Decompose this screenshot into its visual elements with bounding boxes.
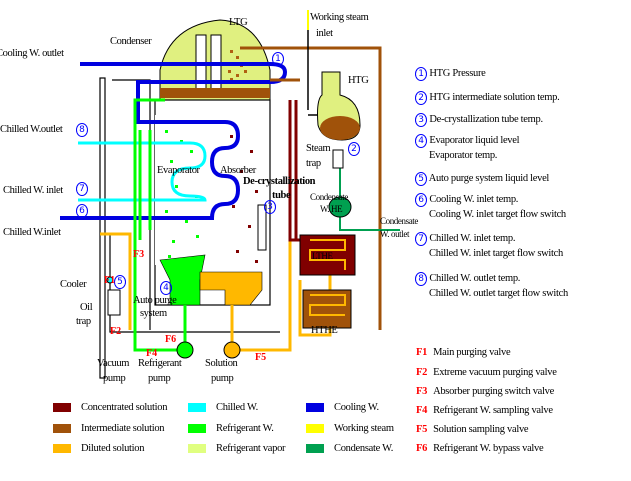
absorber-diluted-sump — [199, 271, 263, 306]
legend-swatch — [188, 424, 206, 433]
solution-pump — [223, 341, 241, 359]
valve-marker-f3[interactable]: F3 — [133, 249, 145, 260]
htg-intermediate-pool — [320, 116, 360, 140]
legend-item: Refrigerant W. — [188, 423, 274, 434]
decrystallization-tube — [257, 204, 267, 251]
valve-marker-f4[interactable]: F4 — [146, 348, 158, 359]
valve-marker-f2[interactable]: F2 — [110, 326, 122, 337]
vacuum-pump-label-1: Vacuum — [97, 358, 130, 369]
cooler — [106, 276, 114, 284]
evaporator-label: Evaporator — [157, 165, 200, 176]
hthe-label: HTHE — [311, 325, 338, 336]
steam-trap-label-1: Steam — [306, 143, 331, 154]
oil-trap-label-1: Oil — [80, 302, 93, 313]
sensor-marker-4[interactable]: 4 — [160, 281, 172, 295]
refrigerant-water-pipe — [133, 98, 187, 352]
legend-item: Working steam — [306, 423, 394, 434]
decrystallization-tube-label: tube — [272, 190, 291, 201]
legend-swatch — [306, 444, 324, 453]
sensor-item-6: 6 Cooling W. inlet temp.Cooling W. inlet… — [415, 192, 566, 222]
sensor-marker-2[interactable]: 2 — [348, 142, 360, 156]
sensor-item-7: 7 Chilled W. inlet temp.Chilled W. inlet… — [415, 231, 563, 261]
condenser-label: Condenser — [110, 36, 152, 47]
legend-item: Chilled W. — [188, 402, 258, 413]
evaporator-section — [155, 115, 210, 265]
oil-trap-label-2: trap — [76, 316, 91, 327]
solution-pump-label-1: Solution — [205, 358, 238, 369]
working-steam-inlet-label-2: inlet — [316, 28, 333, 39]
sensor-marker-5[interactable]: 5 — [114, 275, 126, 289]
condensate-he-label-2: W. HE — [320, 204, 343, 214]
piping-frame — [99, 77, 280, 379]
chilled-w-inlet-upper-label: Chilled W. inlet — [3, 185, 63, 196]
legend-item: Diluted solution — [53, 443, 144, 454]
solution-pump-label-2: pump — [211, 373, 234, 384]
auto-purge-label-1: Auto purge — [133, 295, 177, 306]
absorber-spray-dots — [230, 135, 258, 263]
condensate-w-outlet-label-1: Condensate — [380, 216, 418, 226]
legend-item: Intermediate solution — [53, 423, 165, 434]
sensor-marker-6[interactable]: 6 — [76, 204, 88, 218]
sensor-marker-8[interactable]: 8 — [76, 123, 88, 137]
legend-swatch — [188, 403, 206, 412]
legend-swatch — [188, 444, 206, 453]
cooling-w-outlet-label: Cooling W. outlet — [0, 48, 64, 59]
condensate-he-label-1: Condensate — [310, 192, 348, 202]
cooler-label: Cooler — [60, 279, 87, 290]
legend-swatch — [53, 403, 71, 412]
legend-swatch — [53, 424, 71, 433]
chilled-w-outlet-label: Chilled W.outlet — [0, 124, 63, 135]
legend-swatch — [306, 424, 324, 433]
sensor-marker-7[interactable]: 7 — [76, 182, 88, 196]
decrystallization-label: De-crystallization — [243, 176, 316, 187]
absorber-label: Absorber — [220, 165, 256, 176]
refrigerant-pump-label-1: Refrigerant — [138, 358, 182, 369]
oil-trap — [107, 289, 121, 316]
legend-item: Concentrated solution — [53, 402, 167, 413]
legend-item: Condensate W. — [306, 443, 393, 454]
sensor-marker-1[interactable]: 1 — [272, 52, 284, 66]
lthe-label: LTHE — [312, 251, 333, 261]
valve-marker-f6[interactable]: F6 — [165, 334, 177, 345]
valve-marker-f1[interactable]: F1 — [104, 275, 116, 286]
vacuum-pump-label-2: pump — [103, 373, 126, 384]
legend-swatch — [53, 444, 71, 453]
htg-label: HTG — [348, 75, 369, 86]
ltg-label: LTG — [229, 17, 248, 28]
sensor-marker-3[interactable]: 3 — [264, 200, 276, 214]
drain-pipe — [99, 77, 106, 379]
legend-swatch — [306, 403, 324, 412]
refrigerant-pump — [176, 341, 194, 359]
condensate-w-he — [328, 196, 352, 218]
valve-marker-f5[interactable]: F5 — [255, 352, 267, 363]
sensor-item-5: 5 Auto purge system liquid level — [415, 171, 549, 186]
condensate-pipe — [339, 168, 400, 231]
sensor-item-3: 3 De-crystallization tube temp. — [415, 112, 543, 127]
legend-item: Cooling W. — [306, 402, 379, 413]
ltg-intermediate-pool — [160, 88, 270, 98]
sensor-item-8: 8 Chilled W. outlet temp.Chilled W. outl… — [415, 271, 568, 301]
intermediate-solution-pipe — [240, 46, 382, 330]
steam-trap-label-2: trap — [306, 158, 321, 169]
auto-purge-label-2: system — [140, 308, 167, 319]
sensor-item-2: 2 HTG intermediate solution temp. — [415, 90, 560, 105]
chilled-w-inlet-lower-label: Chilled W.inlet — [3, 227, 61, 238]
evaporator-refrigerant-sump — [159, 254, 206, 306]
chilled-water-pipe — [78, 141, 207, 202]
condensate-w-outlet-label-2: W. outlet — [380, 229, 410, 239]
concentrated-solution-pipe — [288, 100, 300, 242]
steam-trap — [332, 149, 344, 169]
legend-item: Refrigerant vapor — [188, 443, 286, 454]
refrigerant-pump-label-2: pump — [148, 373, 171, 384]
working-steam-inlet-label-1: Working steam — [310, 12, 369, 23]
sensor-item-1: 1 HTG Pressure — [415, 66, 486, 81]
